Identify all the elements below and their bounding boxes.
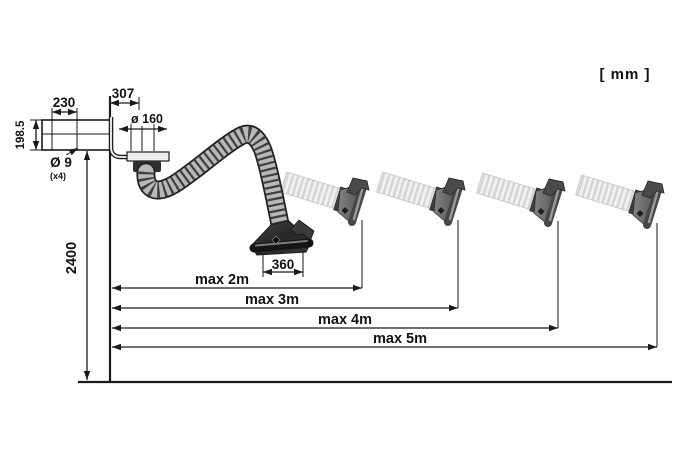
reach-dimensions: max 2m max 3m max 4m max 5m — [112, 272, 657, 351]
dim-230-label: 230 — [53, 95, 76, 110]
ghost-arm-5m — [575, 174, 664, 226]
ghost-arm-4m — [476, 172, 565, 224]
mount-plate-front-view — [41, 108, 111, 151]
dimension-160: ø 160 — [119, 112, 167, 151]
ghost-arm-3m — [376, 171, 465, 223]
hole-count-label: (x4) — [50, 171, 66, 181]
duct-flange — [126, 151, 170, 162]
hood-knob — [271, 235, 281, 245]
hood-rim — [249, 238, 314, 253]
nozzle-hood — [249, 219, 315, 256]
dimension-2400: 2400 — [64, 151, 91, 380]
dimension-198-5: 198.5 — [15, 119, 42, 151]
flexible-hose-arm — [136, 124, 290, 234]
reach-3m-label: max 3m — [245, 292, 299, 308]
dim-2400-label: 2400 — [64, 242, 80, 274]
dim-198-5-label: 198.5 — [15, 120, 27, 149]
callout-hole-diameter: Ø 9 (x4) — [50, 147, 79, 181]
j-bracket-inner — [110, 117, 164, 158]
dim-307-label: 307 — [112, 86, 135, 101]
reach-4m-label: max 4m — [318, 312, 372, 328]
dimension-360: 360 — [262, 250, 304, 277]
dimension-230: 230 — [52, 95, 77, 116]
hood-rim-highlight — [255, 240, 308, 247]
ghost-arm-positions — [280, 171, 664, 347]
reach-5m-label: max 5m — [373, 331, 427, 347]
dim-360-label: 360 — [272, 257, 295, 272]
ghost-arm-2m — [280, 171, 369, 223]
leader-arrow — [65, 147, 79, 156]
dimension-307: 307 — [110, 86, 140, 110]
hole-diameter-label: Ø 9 — [50, 155, 72, 170]
hose-ribs — [138, 126, 288, 226]
reach-2m-label: max 2m — [195, 272, 249, 288]
units-note: [ mm ] — [600, 66, 651, 83]
dim-160-label: ø 160 — [131, 112, 163, 126]
